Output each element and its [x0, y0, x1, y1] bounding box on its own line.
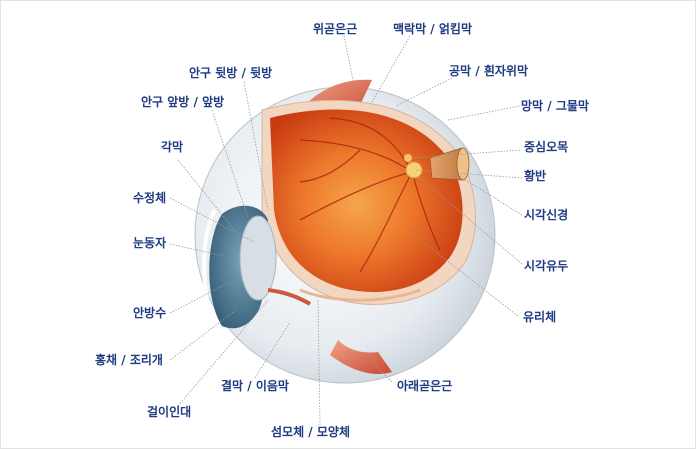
label-anterior-chamber: 안구 앞방 / 앞방: [141, 95, 225, 109]
label-sclera: 공막 / 흰자위막: [449, 64, 528, 78]
label-choroid: 맥락막 / 얽킴막: [393, 22, 472, 36]
label-iris: 홍채 / 조리개: [95, 353, 163, 367]
lens: [239, 215, 277, 301]
label-fovea: 중심오목: [524, 140, 569, 154]
inferior-rectus-muscle: [330, 340, 392, 375]
label-cornea: 각막: [161, 140, 184, 154]
label-ciliary-body: 섬모체 / 모양체: [271, 425, 350, 439]
leader-lines: [169, 35, 523, 426]
label-posterior-chamber: 안구 뒷방 / 뒷방: [189, 66, 273, 80]
ciliary-body: [267, 288, 312, 306]
label-pupil: 눈동자: [133, 236, 167, 250]
vitreous-edge: [299, 288, 421, 302]
label-zonule: 걸이인대: [147, 405, 192, 419]
label-lens: 수정체: [133, 191, 167, 205]
label-retina: 망막 / 그물막: [521, 99, 589, 113]
label-aqueous-humor: 안방수: [133, 306, 167, 320]
label-superior-rectus: 위곧은근: [313, 22, 358, 36]
label-optic-nerve: 시각신경: [524, 208, 569, 222]
label-optic-disc: 시각유두: [524, 259, 569, 273]
retina-interior: [270, 109, 463, 292]
macula-spot: [404, 154, 412, 162]
cornea: [202, 208, 220, 332]
label-macula: 황반: [524, 169, 547, 183]
label-inferior-rectus: 아래곧은근: [397, 379, 453, 393]
optic-disc: [405, 161, 423, 179]
label-conjunctiva: 결막 / 이음막: [221, 379, 289, 393]
label-vitreous: 유리체: [523, 310, 557, 324]
